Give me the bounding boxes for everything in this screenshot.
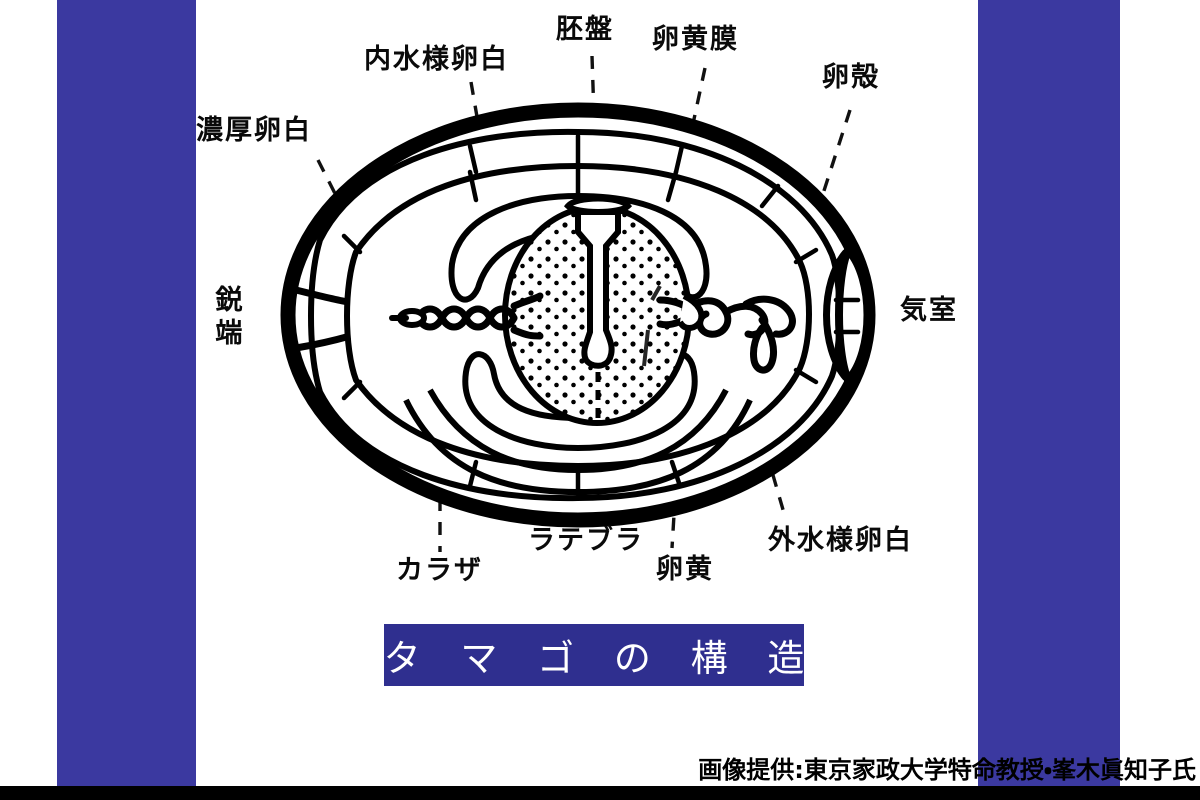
chalaza-root-right: [677, 293, 705, 331]
left-blue-band: [57, 0, 196, 786]
thick-albumen-boundary: [344, 162, 812, 470]
sharp-end-stroke-lower: [295, 332, 351, 352]
label-chalaza: カラザ: [396, 555, 483, 586]
page-title: タ マ ゴ の 構 造: [383, 637, 819, 680]
chalaza-left: [389, 292, 544, 340]
bottom-black-strip: [0, 786, 1200, 800]
air-cell: [835, 242, 872, 388]
label-inner-thin-albumen: 内水様卵白: [364, 44, 509, 75]
right-blue-band: [978, 0, 1120, 786]
label-germinal-disc: 胚盤: [556, 14, 614, 45]
label-egg-shell: 卵殻: [822, 62, 880, 93]
image-credit: 画像提供:東京家政大学特命教授・峯木眞知子氏: [698, 756, 1196, 784]
label-pointed-end: 鋭端: [210, 285, 242, 351]
sharp-end-stroke-upper: [295, 286, 349, 306]
label-air-cell: 気室: [900, 295, 958, 326]
leader-nai-suiyou-ranpaku: [469, 81, 502, 251]
label-thick-albumen: 濃厚卵白: [196, 115, 312, 146]
label-outer-thin-albumen: 外水様卵白: [768, 525, 913, 556]
label-vitelline-membrane: 卵黄膜: [652, 24, 739, 55]
air-cell-inner-membrane: [823, 249, 849, 381]
outer-thin-albumen-boundary: [308, 128, 843, 502]
label-yolk: 卵黄: [656, 554, 714, 585]
membrane-tick-marks: [341, 133, 861, 497]
germinal-disc: [563, 195, 633, 215]
yolk-ring-marks: [642, 285, 662, 367]
label-latebra: ラテブラ: [528, 525, 644, 556]
title-banner: タ マ ゴ の 構 造: [384, 624, 804, 686]
